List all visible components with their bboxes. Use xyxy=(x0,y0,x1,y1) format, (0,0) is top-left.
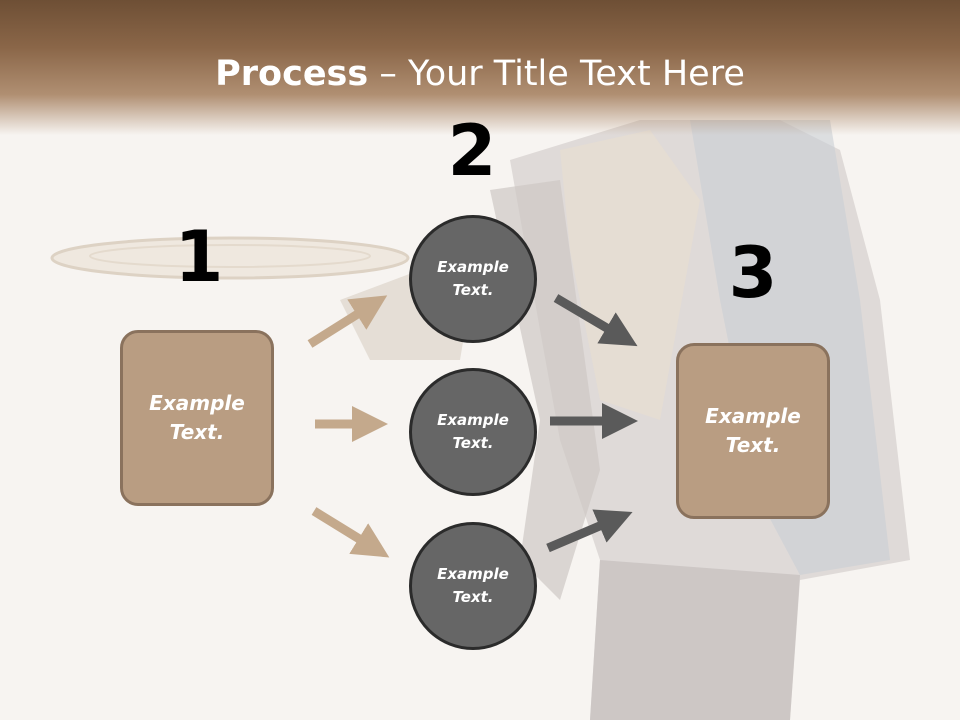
header-band xyxy=(0,0,960,135)
step-number-3: 3 xyxy=(728,232,778,314)
slide-title: Process – Your Title Text Here xyxy=(0,52,960,96)
step-number-1: 1 xyxy=(174,216,224,298)
input-box-text: Example Text. xyxy=(149,391,245,444)
arrow-bot-to-right xyxy=(546,509,633,553)
output-box-text: Example Text. xyxy=(705,404,801,457)
process-circle-bottom: Example Text. xyxy=(409,522,537,650)
title-rest: – Your Title Text Here xyxy=(368,54,745,94)
arrow-top-to-right xyxy=(553,294,638,347)
arrow-left-to-top xyxy=(307,295,388,348)
output-box: Example Text. xyxy=(676,343,830,519)
circle-text: Example Text. xyxy=(437,411,509,452)
process-circle-middle: Example Text. xyxy=(409,368,537,496)
step-number-2: 2 xyxy=(447,110,497,192)
circle-text: Example Text. xyxy=(437,565,509,606)
arrow-left-to-bot xyxy=(311,507,390,558)
input-box: Example Text. xyxy=(120,330,274,506)
circle-text: Example Text. xyxy=(437,258,509,299)
title-bold: Process xyxy=(215,54,369,94)
process-circle-top: Example Text. xyxy=(409,215,537,343)
